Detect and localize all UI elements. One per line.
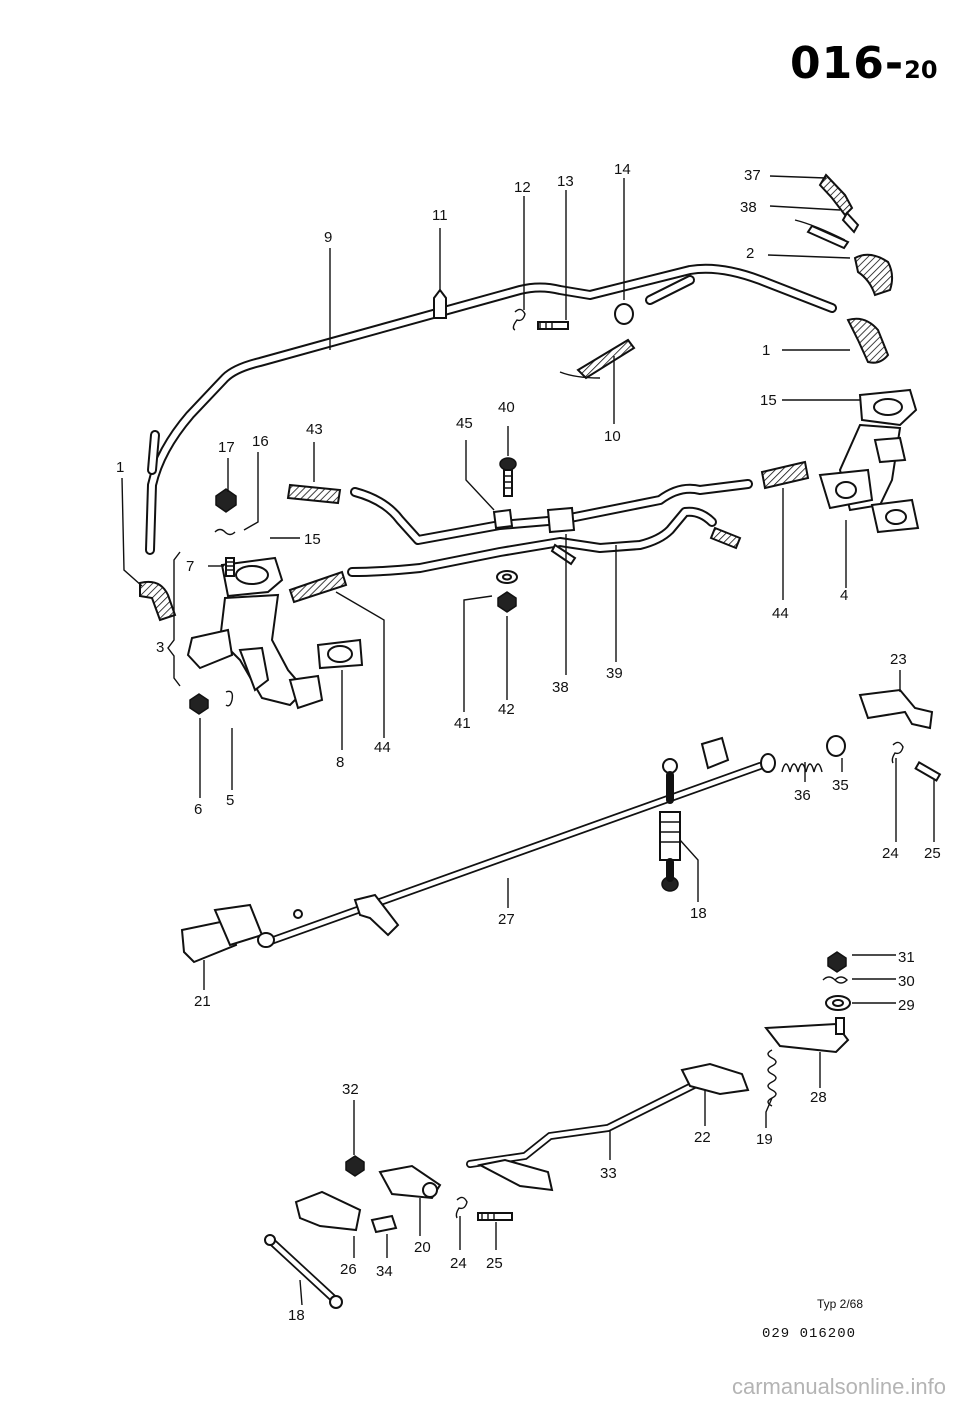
part-label: 10 — [604, 428, 621, 445]
group-number: 016 — [790, 38, 885, 89]
part-label: 40 — [498, 399, 515, 416]
part-label: 13 — [557, 173, 574, 190]
part-label: 4 — [840, 587, 848, 604]
part-label: 1 — [762, 342, 770, 359]
part-label: 6 — [194, 801, 202, 818]
hose-set-right — [794, 173, 894, 364]
part-label: 17 — [218, 439, 235, 456]
part-label: 18 — [690, 905, 707, 922]
part-label: 23 — [890, 651, 907, 668]
part-label: 35 — [832, 777, 849, 794]
heat-exchanger-right — [818, 388, 920, 534]
part-number-labels: 1 1 2 3 4 5 6 7 8 9 10 11 12 13 14 15 15… — [116, 161, 941, 1324]
leader-lines — [121, 175, 935, 1306]
part-label: 9 — [324, 229, 332, 246]
part-label: 1 — [116, 459, 124, 476]
part-label: 11 — [432, 207, 448, 224]
throttle-shaft-assembly — [180, 736, 776, 964]
part-label: 14 — [614, 161, 631, 178]
part-label: 32 — [342, 1081, 359, 1098]
part-label: 7 — [186, 558, 194, 575]
spring-bracket-set — [781, 688, 942, 782]
part-label: 19 — [756, 1131, 773, 1148]
part-label: 8 — [336, 754, 344, 771]
part-label: 44 — [772, 605, 789, 622]
part-label: 34 — [376, 1263, 393, 1280]
clamp-screw-set — [512, 303, 636, 380]
fastener-set-center — [496, 457, 518, 613]
part-label: 18 — [288, 1307, 305, 1324]
part-label: 22 — [694, 1129, 711, 1146]
part-label: 28 — [810, 1089, 827, 1106]
heat-exchanger-left — [139, 488, 364, 715]
heater-pipe-lower — [286, 460, 810, 604]
part-label: 3 — [156, 639, 164, 656]
part-label: 38 — [552, 679, 569, 696]
part-label: 24 — [882, 845, 899, 862]
part-label: 2 — [746, 245, 754, 262]
part-label: 5 — [226, 792, 234, 809]
part-label: 45 — [456, 415, 473, 432]
part-label: 38 — [740, 199, 757, 216]
part-label: 20 — [414, 1239, 431, 1256]
part-label: 12 — [514, 179, 531, 196]
part-label: 33 — [600, 1165, 617, 1182]
part-label: 43 — [306, 421, 323, 438]
part-label: 30 — [898, 973, 915, 990]
part-label: 41 — [454, 715, 471, 732]
group-number-header: 016-20 — [790, 38, 938, 89]
part-label: 44 — [374, 739, 391, 756]
part-label: 42 — [498, 701, 515, 718]
part-label: 24 — [450, 1255, 467, 1272]
part-label: 27 — [498, 911, 515, 928]
heater-pipe-upper — [145, 263, 837, 555]
drawing-code: 029 016200 — [762, 1326, 857, 1342]
part-label: 21 — [194, 993, 211, 1010]
part-label: 15 — [304, 531, 321, 548]
part-label: 16 — [252, 433, 269, 450]
part-label: 15 — [760, 392, 777, 409]
subgroup-number: 20 — [904, 56, 938, 84]
part-label: 31 — [898, 949, 915, 966]
watermark: carmanualsonline.info — [731, 1374, 946, 1399]
type-note: Typ 2/68 — [817, 1297, 864, 1311]
part-label: 29 — [898, 997, 915, 1014]
part-label: 26 — [340, 1261, 357, 1278]
washer-stack — [822, 951, 851, 1011]
linkage-rod-lower — [264, 1017, 850, 1309]
group-separator: - — [884, 38, 905, 89]
part-label: 36 — [794, 787, 811, 804]
part-label: 37 — [744, 167, 761, 184]
part-label: 39 — [606, 665, 623, 682]
part-label: 25 — [486, 1255, 503, 1272]
part-label: 25 — [924, 845, 941, 862]
pipe-clip — [433, 288, 447, 319]
